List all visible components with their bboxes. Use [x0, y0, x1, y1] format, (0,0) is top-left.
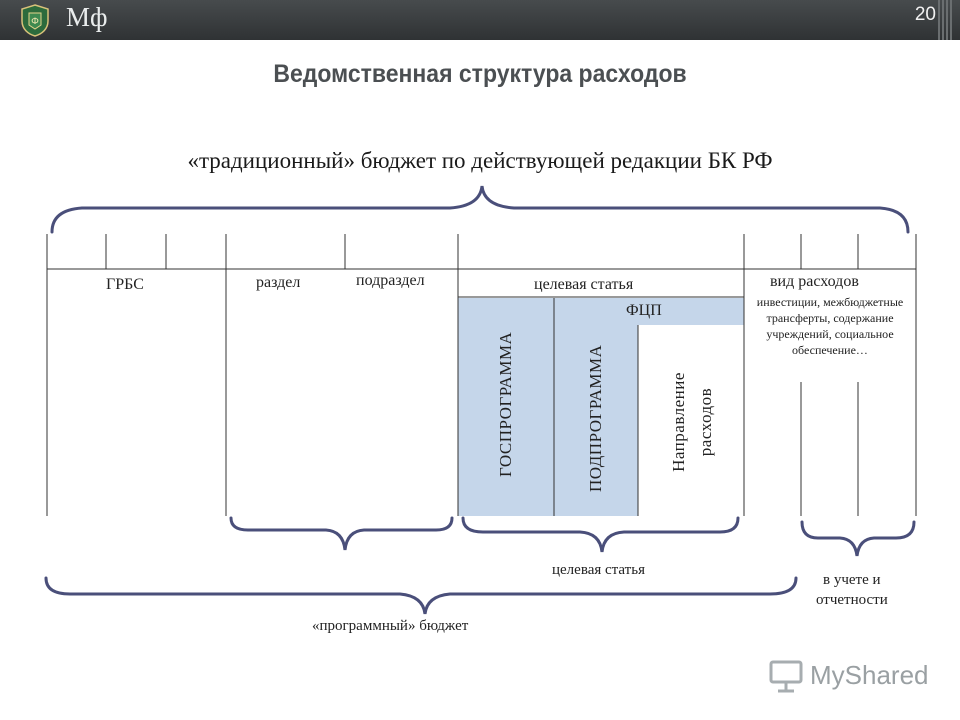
vid-rashodov-label: вид расходов: [770, 273, 859, 290]
watermark: MyShared: [768, 656, 929, 696]
v-uchete-line1: в учете и: [823, 572, 881, 588]
top-bar: Ф Мф 20: [0, 0, 960, 40]
gosprogramma-label: ГОСПРОГРАММА: [496, 331, 515, 477]
celevaya-statya-label: целевая статья: [534, 276, 634, 293]
programmny-brace: [44, 576, 798, 615]
razdel-brace: [229, 516, 454, 551]
v-uchete-line2: отчетности: [816, 592, 888, 608]
slide-title: Ведомственная структура расходов: [273, 60, 687, 88]
uchet-brace: [800, 520, 916, 557]
presentation-icon: [769, 660, 803, 693]
svg-text:Ф: Ф: [31, 17, 39, 27]
ministry-emblem-icon: Ф: [21, 4, 49, 37]
vid-rashodov-note: инвестиции, межбюджетные трансферты, сод…: [756, 295, 904, 357]
fcp-region: [554, 298, 744, 325]
gosprogramma-region: [458, 298, 554, 516]
grbs-label: ГРБС: [106, 276, 144, 293]
brand-logo-text: Мф: [66, 2, 108, 32]
decorative-stripes: [938, 0, 952, 40]
napravlenie-line1: Направление: [669, 372, 688, 472]
napravlenie-line2: расходов: [696, 387, 715, 457]
watermark-text: MyShared: [810, 660, 929, 690]
top-brace: [50, 185, 910, 234]
podrazdel-label: подраздел: [356, 272, 425, 289]
diagram-subtitle: «традиционный» бюджет по действующей ред…: [187, 148, 773, 173]
programmny-budget-label: «программный» бюджет: [312, 618, 469, 634]
podprogramma-region: [554, 298, 638, 516]
podprogramma-label: ПОДПРОГРАММА: [586, 344, 605, 492]
razdel-label: раздел: [256, 274, 301, 291]
celevaya-brace: [461, 516, 740, 553]
celevaya-statya-brace-label: целевая статья: [552, 562, 645, 578]
page-number: 20: [914, 4, 936, 25]
fcp-label: ФЦП: [626, 302, 662, 319]
